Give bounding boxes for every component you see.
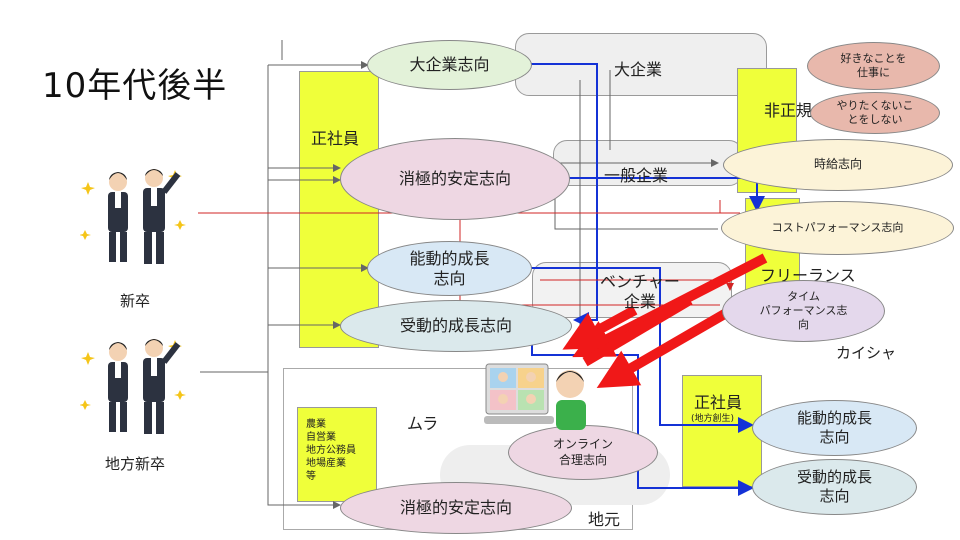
kaisha-label: カイシャ	[836, 344, 897, 362]
businesspeople-cheering-icon	[80, 330, 190, 440]
cost-perf-ellipse: コストパフォーマンス志向	[721, 201, 954, 255]
judo-seicho-ellipse-2: 受動的成長 志向	[752, 459, 917, 515]
seishain-box	[299, 71, 379, 348]
nodo-seicho-ellipse: 能動的成長 志向	[367, 241, 532, 296]
suki-na-koto-ellipse: 好きなことを 仕事に	[807, 42, 940, 90]
seishain-chiho-label: 正社員	[694, 393, 743, 412]
mura-label: ムラ	[407, 414, 439, 433]
judo-seicho-ellipse: 受動的成長志向	[340, 300, 572, 352]
chiho-sosei-label: (地方創生)	[691, 414, 735, 424]
yaritakunai-ellipse: やりたくないこ とをしない	[810, 92, 940, 134]
shokyoku-antei-ellipse: 消極的安定志向	[340, 138, 570, 220]
daikigyo-label: 大企業	[614, 60, 663, 79]
shinsotsu-label: 新卒	[119, 292, 150, 310]
ippan-kigyo-label: 一般企業	[604, 166, 669, 185]
time-perf-ellipse: タイム パフォーマンス志 向	[722, 280, 885, 342]
shokyoku-antei-ellipse-2: 消極的安定志向	[340, 482, 572, 534]
online-meeting-icon	[484, 362, 592, 434]
jikyu-ellipse: 時給志向	[723, 139, 953, 191]
page-title: 10年代後半	[42, 66, 228, 106]
hiseiki-label: 非正規	[764, 101, 813, 120]
online-ellipse: オンライン 合理志向	[508, 425, 658, 480]
nodo-seicho-ellipse-2: 能動的成長 志向	[752, 400, 917, 456]
chiho-shinsotsu-label: 地方新卒	[104, 455, 165, 473]
daikigyo-shiko-ellipse: 大企業志向	[367, 40, 532, 90]
seishain-label: 正社員	[311, 129, 360, 148]
jimoto-label: 地元	[588, 510, 621, 529]
venture-label: ベンチャー 企業	[600, 272, 680, 311]
mura-list: 農業 自営業 地方公務員 地場産業 等	[306, 419, 356, 482]
businesspeople-cheering-icon	[80, 160, 190, 270]
